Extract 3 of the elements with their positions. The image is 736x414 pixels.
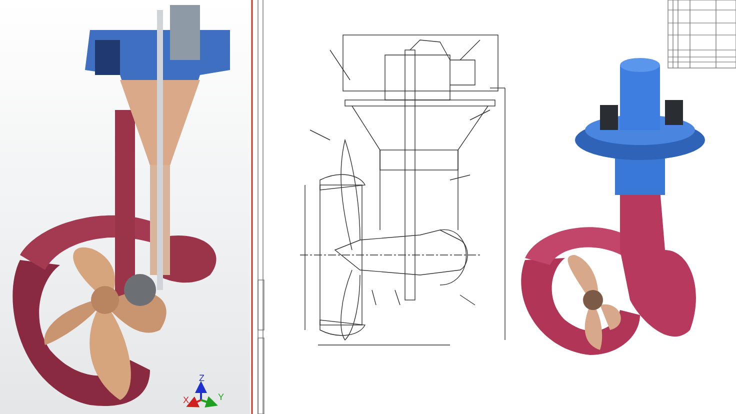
axis-label: Z	[199, 374, 204, 383]
axis-label: X	[183, 396, 190, 405]
axis-label: Y	[218, 393, 224, 402]
